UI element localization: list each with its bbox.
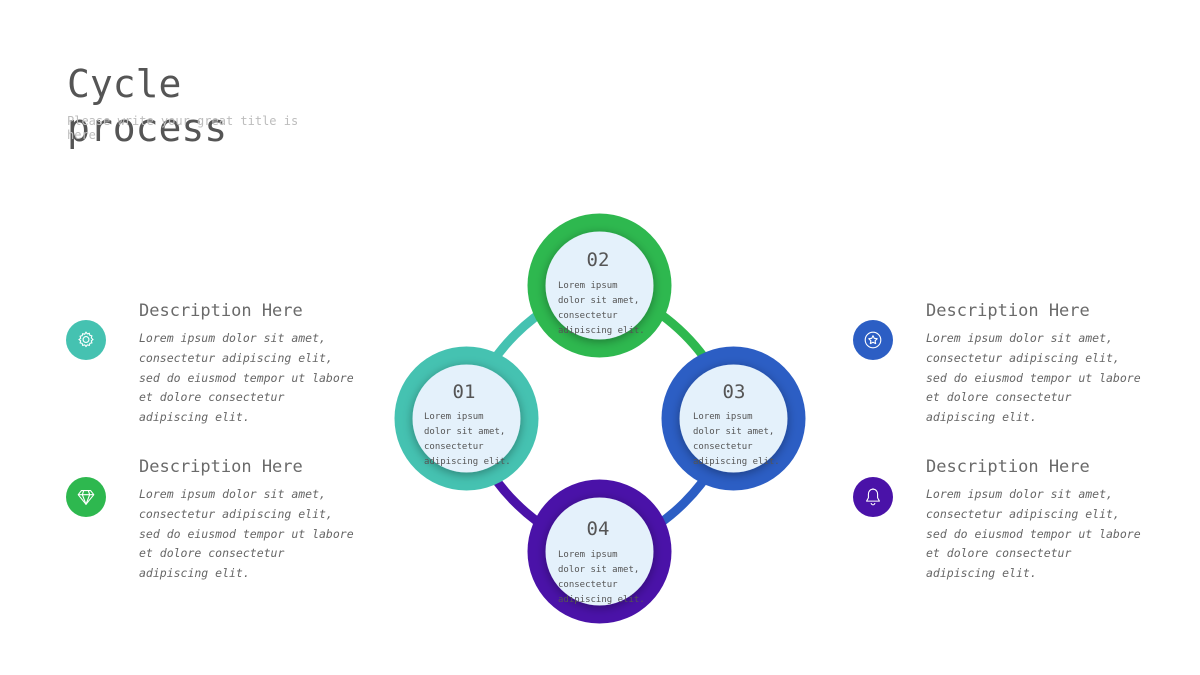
cycle-node-02: 02 Lorem ipsum dolor sit amet, consectet… bbox=[527, 213, 672, 358]
description-body: Lorem ipsum dolor sit amet, consectetur … bbox=[139, 487, 354, 581]
node-text-line: consectetur bbox=[558, 311, 618, 321]
title-line-1: Cycle bbox=[67, 62, 182, 106]
node-text-line: dolor sit amet, bbox=[693, 427, 774, 437]
node-text-line: adipiscing elit. bbox=[558, 595, 645, 605]
node-text-line: dolor sit amet, bbox=[424, 427, 505, 437]
node-inner bbox=[545, 497, 654, 606]
node-text-line: Lorem ipsum bbox=[693, 412, 753, 422]
diamond-icon-badge bbox=[66, 477, 106, 517]
node-number: 02 bbox=[587, 249, 610, 271]
title-line-2: process bbox=[67, 106, 228, 150]
node-text-line: adipiscing elit. bbox=[693, 457, 780, 467]
node-text-line: Lorem ipsum bbox=[558, 550, 618, 560]
star-badge-icon bbox=[864, 331, 882, 349]
node-number: 01 bbox=[453, 381, 476, 403]
cycle-node-03: 03 Lorem ipsum dolor sit amet, consectet… bbox=[661, 346, 806, 491]
node-inner bbox=[545, 231, 654, 340]
page-subtitle: Please write your great title is here bbox=[67, 114, 299, 142]
diamond-icon bbox=[77, 490, 95, 505]
gear-icon bbox=[78, 331, 94, 348]
description-title: Description Here bbox=[926, 457, 1090, 477]
description-body: Lorem ipsum dolor sit amet, consectetur … bbox=[926, 331, 1141, 425]
node-text-line: consectetur bbox=[424, 442, 484, 452]
page-title: Cycle process bbox=[67, 62, 307, 150]
node-text-line: Lorem ipsum bbox=[424, 412, 484, 422]
gear-icon-badge bbox=[66, 320, 106, 360]
node-text-line: Lorem ipsum bbox=[558, 281, 618, 291]
description-title: Description Here bbox=[926, 301, 1090, 321]
node-text-line: adipiscing elit. bbox=[558, 326, 645, 336]
bell-icon bbox=[866, 488, 880, 506]
star-badge-icon-badge bbox=[853, 320, 893, 360]
description-body: Lorem ipsum dolor sit amet, consectetur … bbox=[926, 487, 1141, 581]
cycle-node-01: 01 Lorem ipsum dolor sit amet, consectet… bbox=[394, 346, 539, 491]
node-text-line: consectetur bbox=[693, 442, 753, 452]
description-title: Description Here bbox=[139, 457, 303, 477]
description-title: Description Here bbox=[139, 301, 303, 321]
node-text-line: adipiscing elit. bbox=[424, 457, 511, 467]
description-body: Lorem ipsum dolor sit amet, consectetur … bbox=[139, 331, 354, 425]
bell-icon-badge bbox=[853, 477, 893, 517]
node-text-line: consectetur bbox=[558, 580, 618, 590]
node-text-line: dolor sit amet, bbox=[558, 565, 639, 575]
node-inner bbox=[679, 364, 788, 473]
cycle-node-04: 04 Lorem ipsum dolor sit amet, consectet… bbox=[527, 479, 672, 624]
node-inner bbox=[412, 364, 521, 473]
node-text-line: dolor sit amet, bbox=[558, 296, 639, 306]
node-number: 04 bbox=[587, 518, 610, 540]
node-number: 03 bbox=[723, 381, 746, 403]
